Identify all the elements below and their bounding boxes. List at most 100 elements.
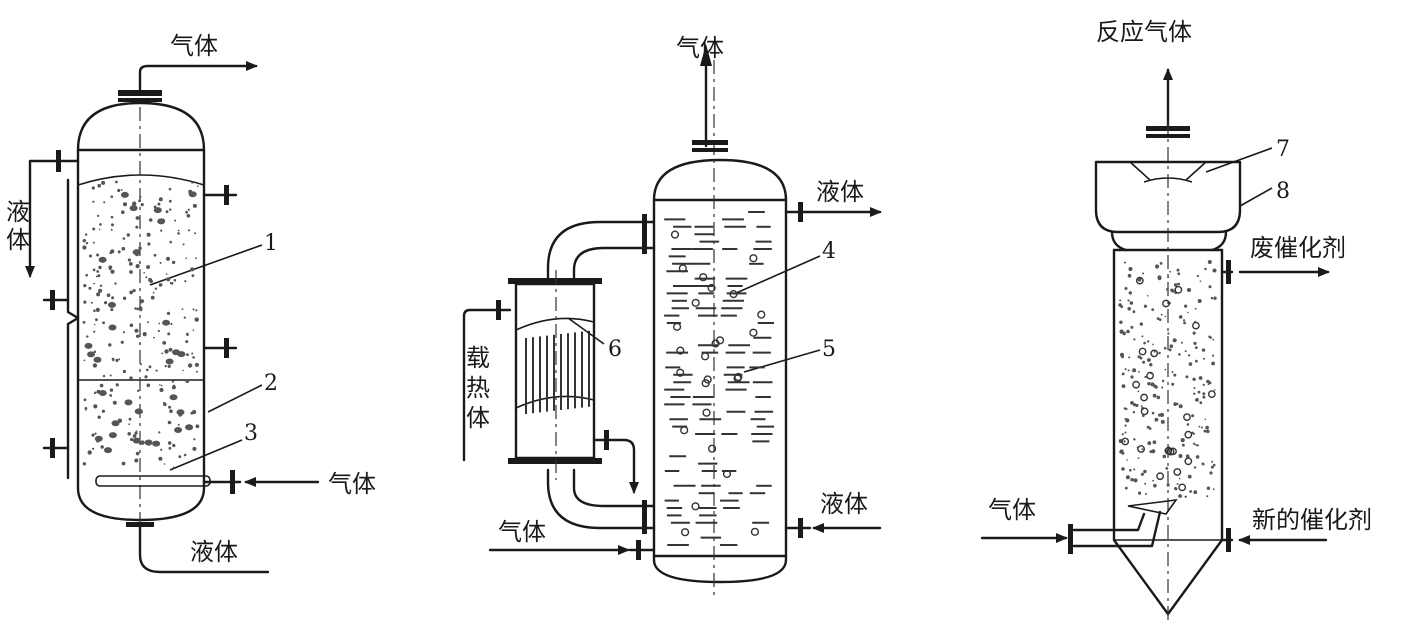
particle: [191, 181, 194, 184]
particle: [1161, 386, 1164, 389]
particle: [83, 359, 86, 362]
particle: [161, 352, 164, 355]
gas-bubble: [700, 352, 710, 361]
gas-bubble: [1140, 393, 1149, 402]
particle-large: [153, 207, 162, 214]
particle: [158, 431, 161, 434]
particle: [158, 322, 161, 325]
particle: [1194, 307, 1197, 310]
particle: [1143, 304, 1147, 308]
particle: [1183, 321, 1186, 325]
particle: [1178, 494, 1182, 498]
particle: [128, 262, 133, 266]
particle: [1119, 329, 1124, 334]
particle: [91, 186, 95, 190]
particle: [136, 334, 140, 338]
particle: [1152, 343, 1154, 346]
particle: [1168, 348, 1172, 352]
gas-bubble: [676, 368, 685, 377]
particle: [1204, 267, 1207, 271]
particle: [171, 385, 176, 390]
particle-large: [132, 437, 141, 444]
particle: [167, 332, 171, 336]
particle: [166, 277, 171, 282]
middle-liquid-in-label: 液体: [820, 490, 868, 518]
particle-large: [94, 435, 103, 442]
particle: [1124, 486, 1128, 490]
particle: [1199, 401, 1203, 405]
particle: [1211, 460, 1214, 463]
particle: [144, 375, 148, 379]
particle: [165, 256, 171, 261]
particle-large: [120, 191, 129, 198]
particle: [1182, 319, 1186, 322]
particle: [138, 342, 141, 345]
particle: [98, 228, 101, 231]
left-liquid-out-line: [138, 525, 270, 574]
particle: [94, 391, 97, 394]
gas-bubble: [1184, 457, 1193, 466]
particle: [1178, 315, 1183, 319]
particle: [1139, 322, 1144, 326]
particle: [145, 276, 148, 279]
particle: [1153, 483, 1157, 488]
particle: [193, 438, 196, 441]
particle: [122, 331, 125, 334]
particle: [1127, 369, 1130, 372]
particle: [1213, 389, 1216, 391]
particle: [123, 202, 127, 207]
particle: [168, 187, 172, 191]
particle: [169, 281, 173, 285]
gas-bubble: [722, 469, 732, 479]
particle: [91, 433, 95, 437]
particle: [96, 292, 101, 297]
gas-bubble: [1138, 347, 1147, 356]
left-liquid-side-label-1: 液: [6, 198, 30, 226]
particle: [157, 329, 160, 333]
particle: [129, 323, 134, 328]
particle: [191, 352, 194, 355]
particle: [167, 441, 172, 445]
particle: [169, 208, 172, 211]
left-liquid-side-label-2: 体: [6, 226, 30, 254]
particle: [1129, 468, 1132, 472]
particle: [146, 368, 149, 372]
particle: [93, 309, 96, 313]
particle: [112, 359, 115, 362]
particle: [1162, 454, 1167, 459]
callout-7: 7: [1276, 137, 1290, 162]
particle: [184, 280, 187, 283]
particle: [1193, 387, 1196, 389]
particle: [160, 448, 163, 451]
callout-4: 4: [822, 239, 836, 264]
particle-large: [98, 390, 107, 396]
particle: [1144, 375, 1147, 379]
particle: [191, 274, 195, 277]
particle: [1212, 268, 1217, 273]
particle: [1206, 379, 1210, 384]
particle: [98, 265, 102, 270]
particle: [186, 214, 191, 218]
particle: [86, 335, 89, 338]
particle: [1121, 384, 1126, 388]
particle: [153, 336, 155, 339]
particle: [1173, 283, 1178, 287]
particle: [159, 384, 161, 386]
middle-column-contents: [664, 211, 775, 546]
particle: [1166, 287, 1169, 291]
particle: [120, 189, 123, 191]
particle: [111, 296, 115, 300]
particle: [1123, 261, 1126, 264]
callout-6: 6: [608, 337, 622, 362]
particle: [195, 424, 200, 429]
particle: [197, 185, 199, 187]
particle: [1126, 459, 1128, 461]
particle: [1205, 425, 1209, 430]
particle: [1202, 383, 1205, 386]
particle-large: [98, 256, 107, 263]
particle: [1181, 443, 1185, 447]
particle: [173, 279, 177, 282]
particle: [1130, 401, 1134, 405]
particle: [171, 380, 174, 383]
gas-bubble: [734, 372, 743, 382]
